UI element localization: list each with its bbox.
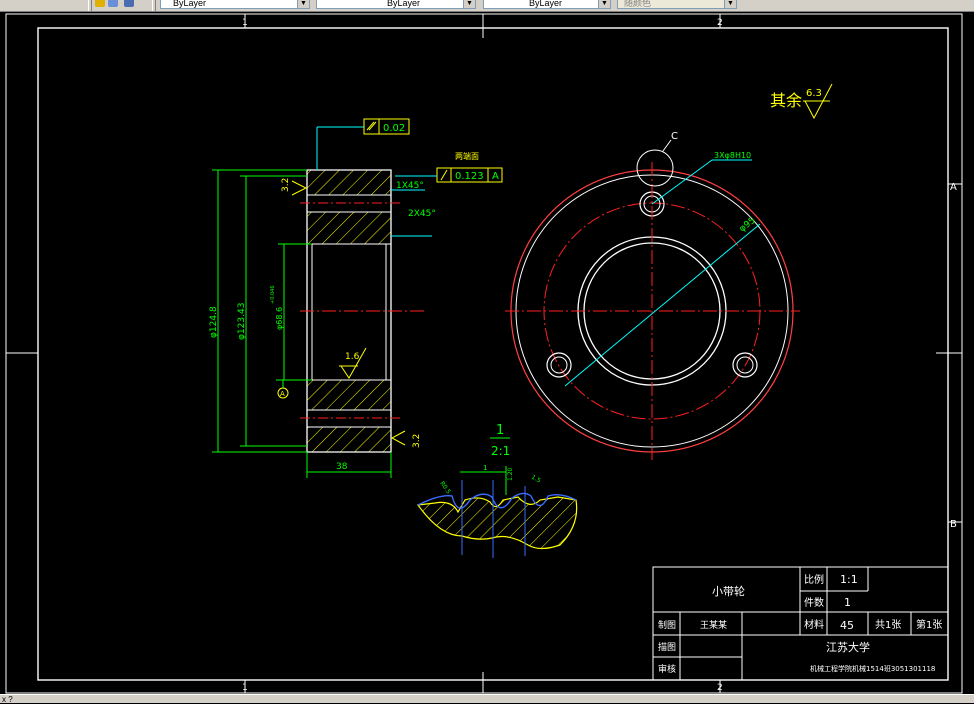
- zone-label: A: [950, 182, 957, 193]
- dim-width: 38: [336, 462, 348, 472]
- runout-frame: [436, 167, 503, 183]
- school-name: 江苏大学: [826, 640, 870, 654]
- qty-value: 1: [844, 596, 851, 609]
- holes-note: 3Xφ8H10: [714, 151, 751, 160]
- zone-label: 2: [717, 683, 723, 693]
- tooth-section-hatch: [416, 496, 578, 550]
- detail-label: C: [671, 131, 678, 142]
- dim-outer-diameter: φ124.8: [209, 306, 219, 338]
- datum-letter: A: [280, 390, 285, 398]
- lineweight-combo-value: ByLayer: [529, 0, 563, 8]
- drawing-canvas[interactable]: 1 2 1 2 A B 其余 6.3: [0, 12, 974, 694]
- detail-indicator-circle: [636, 149, 674, 187]
- general-roughness-note: 其余 6.3: [770, 83, 833, 120]
- title-block: 小带轮 比例 1:1 件数 1 制图 王某某 材料 45 共1张 第1张 描图 …: [652, 566, 949, 681]
- dim-bore-tolerance: +0.046: [270, 285, 276, 304]
- roughness-top: 3.2: [281, 178, 291, 192]
- roughness-symbol-icon: [340, 347, 367, 379]
- chamfer-2: 2X45°: [408, 209, 436, 219]
- sheets-total: 共1张: [875, 619, 901, 631]
- class-info: 机械工程学院机械1514班3051301118: [810, 664, 935, 673]
- mounting-hole-inner: [550, 356, 568, 374]
- zone-label: 2: [717, 18, 723, 28]
- properties-toolbar: ByLayer ▼ ByLayer ▼ ByLayer ▼ 随颜色 ▼: [0, 0, 974, 12]
- chevron-down-icon[interactable]: ▼: [724, 0, 736, 8]
- runout-datum: A: [492, 171, 499, 182]
- dim-bore-diameter: φ68.6: [275, 307, 284, 330]
- pcd-dimension-line: [564, 223, 761, 387]
- roughness-note-prefix: 其余: [770, 91, 802, 110]
- detail-dim-pitch: 1: [483, 464, 487, 472]
- inner-frame: [37, 27, 949, 681]
- runout-title: 两端面: [455, 151, 479, 161]
- detail-dim-radius: R0.5: [438, 480, 452, 495]
- runout-value: 0.123: [455, 171, 484, 182]
- toolbar-grip[interactable]: [88, 0, 92, 11]
- leader-line: [651, 159, 713, 205]
- material-value: 45: [840, 619, 854, 632]
- zone-label: 1: [242, 18, 248, 28]
- mounting-hole-inner: [736, 356, 754, 374]
- tooth-profile: [417, 492, 577, 509]
- part-name: 小带轮: [712, 584, 745, 598]
- lineweight-combo[interactable]: ByLayer ▼: [483, 0, 611, 9]
- scale-label: 比例: [804, 573, 824, 586]
- plotstyle-combo[interactable]: 随颜色 ▼: [617, 0, 737, 9]
- layer-combo[interactable]: ByLayer ▼: [160, 0, 310, 9]
- roughness-bottom: 3.2: [412, 434, 422, 448]
- scale-value: 1:1: [840, 573, 858, 586]
- layer-state-icon[interactable]: [95, 0, 105, 7]
- zone-label: B: [950, 519, 957, 530]
- dim-root-diameter: φ123.43: [237, 303, 247, 340]
- detail-dim-width: 1.5: [530, 474, 542, 485]
- command-line[interactable]: x ?: [0, 694, 974, 704]
- pcd-dimension: φ95: [738, 216, 758, 235]
- datum-circle-icon: [277, 387, 289, 399]
- material-label: 材料: [804, 618, 824, 631]
- roughness-symbol-icon: [390, 430, 406, 446]
- detail-view-scale: 2:1: [491, 444, 510, 458]
- flatness-frame: [363, 118, 410, 135]
- layer-previous-icon[interactable]: [108, 0, 118, 7]
- detail-view: 1 2:1 1 R0.5 1.20 1.5: [416, 423, 578, 558]
- linetype-combo[interactable]: ByLayer ▼: [316, 0, 476, 9]
- detail-dim-depth: 1.20: [507, 467, 514, 481]
- flatness-value: 0.02: [383, 123, 405, 134]
- flatness-symbol-icon: [366, 121, 377, 131]
- plotstyle-combo-value: 随颜色: [624, 0, 652, 8]
- zone-label: 1: [242, 683, 248, 693]
- command-line-text: x ?: [2, 695, 13, 704]
- check-label: 审核: [658, 663, 676, 675]
- section-view: φ124.8 φ123.43 φ68.6 +0.046 A 38 0.02 两端…: [209, 118, 503, 478]
- match-layer-icon[interactable]: [124, 0, 134, 7]
- roughness-bore: 1.6: [345, 352, 360, 362]
- qty-label: 件数: [804, 596, 824, 609]
- runout-symbol-icon: [440, 169, 448, 181]
- mounting-hole: [732, 352, 758, 378]
- linetype-combo-value: ByLayer: [387, 0, 421, 8]
- roughness-symbol-icon: [803, 83, 833, 120]
- toolbar-grip[interactable]: [152, 0, 156, 11]
- drawn-label: 制图: [658, 619, 676, 631]
- chamfer-1: 1X45°: [396, 181, 424, 191]
- front-view: C 3Xφ8H10 φ95: [505, 131, 800, 460]
- layer-combo-value: ByLayer: [173, 0, 207, 8]
- chevron-down-icon[interactable]: ▼: [463, 0, 475, 8]
- drawn-name: 王某某: [700, 620, 727, 631]
- design-label: 描图: [658, 641, 676, 653]
- chevron-down-icon[interactable]: ▼: [598, 0, 610, 8]
- roughness-symbol-icon: [291, 180, 308, 196]
- detail-leader: [662, 139, 672, 152]
- mounting-hole: [546, 352, 572, 378]
- roughness-note-value: 6.3: [806, 88, 822, 99]
- chevron-down-icon[interactable]: ▼: [297, 0, 309, 8]
- detail-view-number: 1: [496, 423, 504, 438]
- sheet-number: 第1张: [916, 618, 942, 631]
